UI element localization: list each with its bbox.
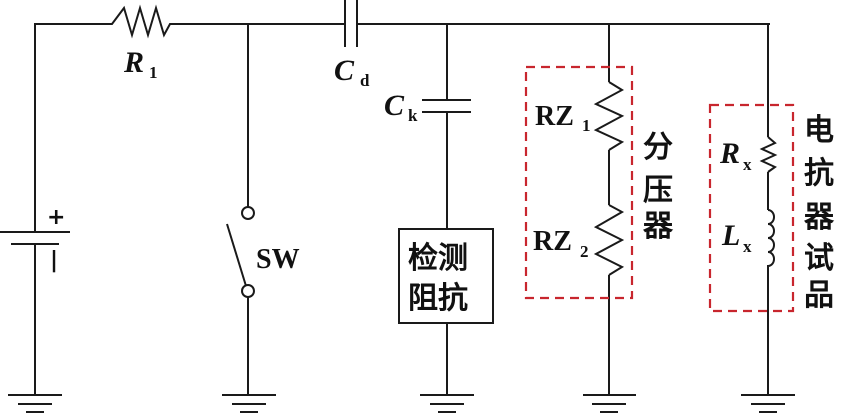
ground-icon — [583, 394, 636, 413]
cd-subscript: d — [360, 71, 370, 90]
ck-label: C — [384, 89, 405, 122]
inductor-lx-symbol — [767, 209, 775, 268]
switch-label: SW — [256, 244, 300, 275]
ground-icon — [222, 394, 276, 413]
reactor-sample-group-outline — [708, 103, 795, 313]
detection-impedance-label-line1: 检测 — [408, 241, 468, 276]
capacitor-cd-symbol — [344, 0, 358, 47]
voltage-divider-label-char: 分 — [643, 130, 673, 165]
ground-icon — [741, 394, 795, 413]
reactor-sample-label-char: 抗 — [804, 156, 834, 191]
resistor-rz1-symbol — [593, 81, 625, 151]
r1-label: R — [123, 46, 144, 79]
ck-subscript: k — [408, 106, 418, 125]
resistor-r1-symbol — [108, 4, 174, 39]
reactor-sample-label-char: 器 — [803, 200, 835, 235]
rz1-subscript: 1 — [582, 116, 591, 135]
lx-subscript: x — [743, 237, 752, 256]
detection-impedance-label-line2: 阻抗 — [408, 281, 468, 316]
detection-impedance-box — [398, 228, 494, 324]
voltage-divider-label-char: 压 — [643, 173, 673, 208]
resistor-rx-symbol — [759, 136, 778, 173]
reactor-sample-label-char: 试 — [804, 241, 834, 276]
lx-label: L — [721, 219, 740, 252]
source-plus-sign: + — [47, 205, 65, 230]
capacitor-ck-symbol — [422, 24, 471, 395]
rx-subscript: x — [743, 155, 752, 174]
rz2-label: RZ — [533, 226, 572, 257]
dc-source-symbol — [0, 200, 70, 395]
source-minus-sign: | — [50, 248, 58, 273]
voltage-divider-label-char: 器 — [642, 209, 674, 244]
ground-icon — [420, 394, 474, 413]
rx-label: R — [719, 137, 740, 170]
switch-sw-symbol — [226, 24, 255, 395]
cd-label: C — [334, 54, 355, 87]
reactor-sample-label-char: 电 — [804, 113, 834, 148]
voltage-divider-group-outline — [524, 65, 634, 300]
r1-subscript: 1 — [149, 63, 158, 82]
rz1-label: RZ — [535, 101, 574, 132]
reactor-sample-label-char: 品 — [804, 278, 834, 313]
resistor-rz2-symbol — [593, 204, 625, 276]
rz2-subscript: 2 — [580, 242, 589, 261]
ground-icon — [8, 394, 62, 413]
